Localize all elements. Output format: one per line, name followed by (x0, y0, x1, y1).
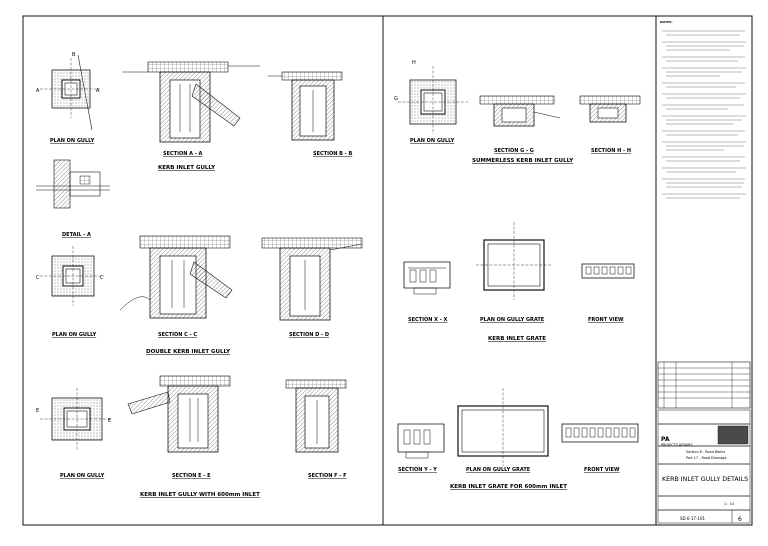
svg-text:C: C (100, 275, 104, 281)
org-logo-text: PA (661, 436, 670, 443)
notes-column-frame (655, 15, 753, 526)
authority-logo (717, 425, 749, 445)
label-detail-a: DETAIL - A (62, 232, 91, 238)
notes-heading: NOTES: (660, 20, 673, 24)
section-c-c-drawing (119, 235, 233, 319)
label-section-a-a: SECTION A - A (163, 151, 203, 157)
label-plan-on-gully-2: PLAN ON GULLY (52, 332, 97, 338)
svg-text:A: A (36, 88, 40, 94)
plan-on-gully-1: A A B (36, 52, 100, 131)
kerb-inlet-gully-600-group: EE PLAN ON GULLY SECTION E - E SECTION F… (36, 375, 347, 498)
section-line-2: Part 17 - Road Drainage (686, 456, 727, 460)
caption-kerb-inlet-gully-600: KERB INLET GULLY WITH 600mm INLET (140, 492, 260, 498)
section-line-1: Section 6 - Road Works (686, 450, 725, 454)
label-front-view: FRONT VIEW (588, 317, 624, 323)
svg-text:G: G (394, 96, 398, 102)
svg-text:E: E (108, 418, 111, 424)
kerb-inlet-gully-group: A A B PLAN ON GULLY SECTION A - A SECTION… (36, 52, 353, 171)
label-section-f-f: SECTION F - F (308, 473, 347, 479)
caption-kerb-inlet-grate-600: KERB INLET GRATE FOR 600mm INLET (450, 484, 567, 490)
plan-on-gully-4: GH (394, 60, 468, 134)
svg-text:E: E (36, 408, 39, 414)
drawing-title: KERB INLET GULLY DETAILS (662, 476, 748, 483)
section-e-e-drawing (127, 375, 231, 453)
section-d-d-drawing (261, 237, 363, 321)
front-view-drawing (581, 263, 635, 279)
label-plan-on-gully-4: PLAN ON GULLY (410, 138, 455, 144)
section-b-b-drawing (268, 71, 343, 141)
plan-on-gully-grate-600-drawing (457, 388, 549, 466)
label-front-view-600: FRONT VIEW (584, 467, 620, 473)
label-section-e-e: SECTION E - E (172, 473, 211, 479)
plan-on-gully-grate-drawing (476, 222, 552, 300)
label-section-g-g: SECTION G - G (494, 148, 534, 154)
caption-kerb-inlet-grate: KERB INLET GRATE (488, 336, 546, 342)
section-g-g-drawing (479, 95, 561, 127)
scale-value: 1 : 10 (724, 502, 734, 506)
section-a-a-drawing (122, 61, 260, 143)
front-view-600-drawing (561, 423, 639, 443)
label-plan-on-gully-grate: PLAN ON GULLY GRATE (480, 317, 545, 323)
section-x-x-drawing (403, 261, 451, 295)
drawing-number: SD 6-17-101 (680, 516, 706, 521)
label-plan-on-gully-grate-600: PLAN ON GULLY GRATE (466, 467, 531, 473)
kerb-inlet-grate-600-group: SECTION Y - Y PLAN ON GULLY GRATE FRONT … (397, 388, 639, 490)
svg-text:B: B (72, 52, 76, 58)
label-plan-on-gully-1: PLAN ON GULLY (50, 138, 95, 144)
label-section-y-y: SECTION Y - Y (398, 467, 437, 473)
label-section-d-d: SECTION D - D (289, 332, 329, 338)
kerb-inlet-grate-group: SECTION X - X PLAN ON GULLY GRATE FRONT … (403, 222, 635, 342)
caption-summerless-kerb-inlet-gully: SUMMERLESS KERB INLET GULLY (472, 158, 574, 164)
caption-kerb-inlet-gully: KERB INLET GULLY (158, 165, 216, 171)
section-f-f-drawing (285, 379, 347, 453)
label-section-b-b: SECTION B - B (313, 151, 353, 157)
title-block: PA PROJECTS AFFAIRS Section 6 - Road Wor… (657, 361, 751, 524)
plan-on-gully-3: EE (36, 388, 112, 450)
section-h-h-drawing (579, 95, 641, 123)
label-section-h-h: SECTION H - H (591, 148, 631, 154)
label-section-x-x: SECTION X - X (408, 317, 448, 323)
svg-text:H: H (412, 60, 416, 66)
sheet-number: 6 (738, 516, 742, 523)
caption-double-kerb-inlet-gully: DOUBLE KERB INLET GULLY (146, 349, 231, 355)
detail-a-group: DETAIL - A (36, 159, 110, 238)
org-subtitle: PROJECTS AFFAIRS (661, 443, 693, 447)
svg-text:A: A (96, 88, 100, 94)
label-plan-on-gully-3: PLAN ON GULLY (60, 473, 105, 479)
summerless-kerb-inlet-gully-group: GH PLAN ON GULLY SECTION G - G SECTION H… (394, 60, 641, 164)
revision-table (657, 361, 751, 409)
svg-text:C: C (36, 275, 40, 281)
label-section-c-c: SECTION C - C (158, 332, 197, 338)
notes-block: NOTES: (660, 20, 746, 199)
section-y-y-drawing (397, 423, 445, 459)
